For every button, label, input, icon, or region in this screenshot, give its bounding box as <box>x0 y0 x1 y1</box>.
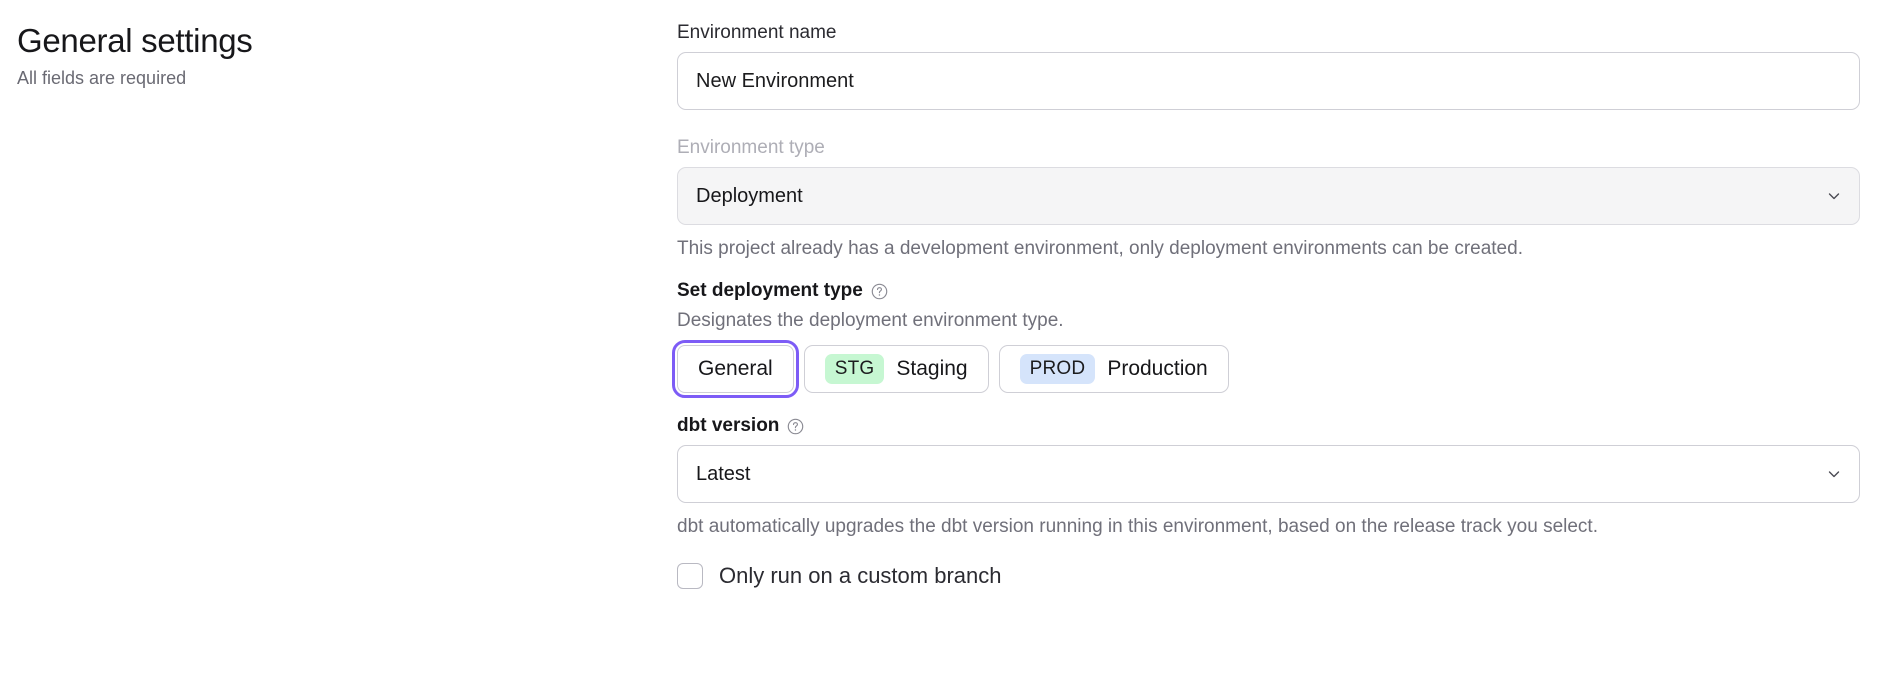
environment-type-helper-text: This project already has a development e… <box>677 238 1523 259</box>
environment-type-label-text: Environment type <box>677 137 825 158</box>
deployment-type-option-production-label: Production <box>1107 357 1208 380</box>
deployment-type-option-general[interactable]: General <box>672 340 799 398</box>
custom-branch-checkbox[interactable] <box>677 563 703 589</box>
environment-name-field: Environment name <box>677 20 1860 110</box>
deployment-type-option-general-label: General <box>698 357 773 380</box>
deployment-type-label: Set deployment type <box>677 278 1860 304</box>
environment-name-label: Environment name <box>677 20 1860 46</box>
page-subtitle: All fields are required <box>17 68 187 88</box>
question-circle-icon[interactable] <box>870 282 889 301</box>
deployment-type-description: Designates the deployment environment ty… <box>677 310 1064 331</box>
dbt-version-selected-value: Latest <box>696 463 751 485</box>
deployment-type-option-staging-label: Staging <box>896 357 968 380</box>
deployment-type-option-production[interactable]: PROD Production <box>998 345 1229 393</box>
chevron-down-icon <box>1826 466 1842 482</box>
page-title: General settings <box>17 22 253 59</box>
deployment-type-option-staging[interactable]: STG Staging <box>803 345 989 393</box>
environment-name-label-text: Environment name <box>677 22 837 43</box>
environment-type-field: Environment type Deployment This project… <box>677 135 1860 262</box>
staging-badge: STG <box>824 354 885 384</box>
environment-name-input[interactable] <box>677 52 1860 110</box>
environment-type-selected-value: Deployment <box>696 185 803 207</box>
chevron-down-icon <box>1826 188 1842 204</box>
general-settings-form: Environment name Environment type Deploy… <box>672 18 1890 678</box>
custom-branch-row: Only run on a custom branch <box>677 562 1860 590</box>
deployment-type-field: Set deployment type Designates the deplo… <box>672 278 1860 398</box>
deployment-type-label-text: Set deployment type <box>677 280 863 301</box>
environment-type-label: Environment type <box>677 135 1860 161</box>
custom-branch-label[interactable]: Only run on a custom branch <box>719 563 1002 588</box>
dbt-version-label: dbt version <box>677 413 1860 439</box>
dbt-version-field: dbt version Latest <box>677 413 1860 540</box>
dbt-version-label-text: dbt version <box>677 415 780 436</box>
deployment-type-toggle-group: General STG Staging PROD Production <box>672 340 1860 398</box>
dbt-version-select[interactable]: Latest <box>677 445 1860 503</box>
settings-section-header: General settings All fields are required <box>0 18 677 678</box>
dbt-version-helper-text: dbt automatically upgrades the dbt versi… <box>677 516 1598 537</box>
production-badge: PROD <box>1019 354 1096 384</box>
question-circle-icon[interactable] <box>786 417 805 436</box>
environment-type-select[interactable]: Deployment <box>677 167 1860 225</box>
